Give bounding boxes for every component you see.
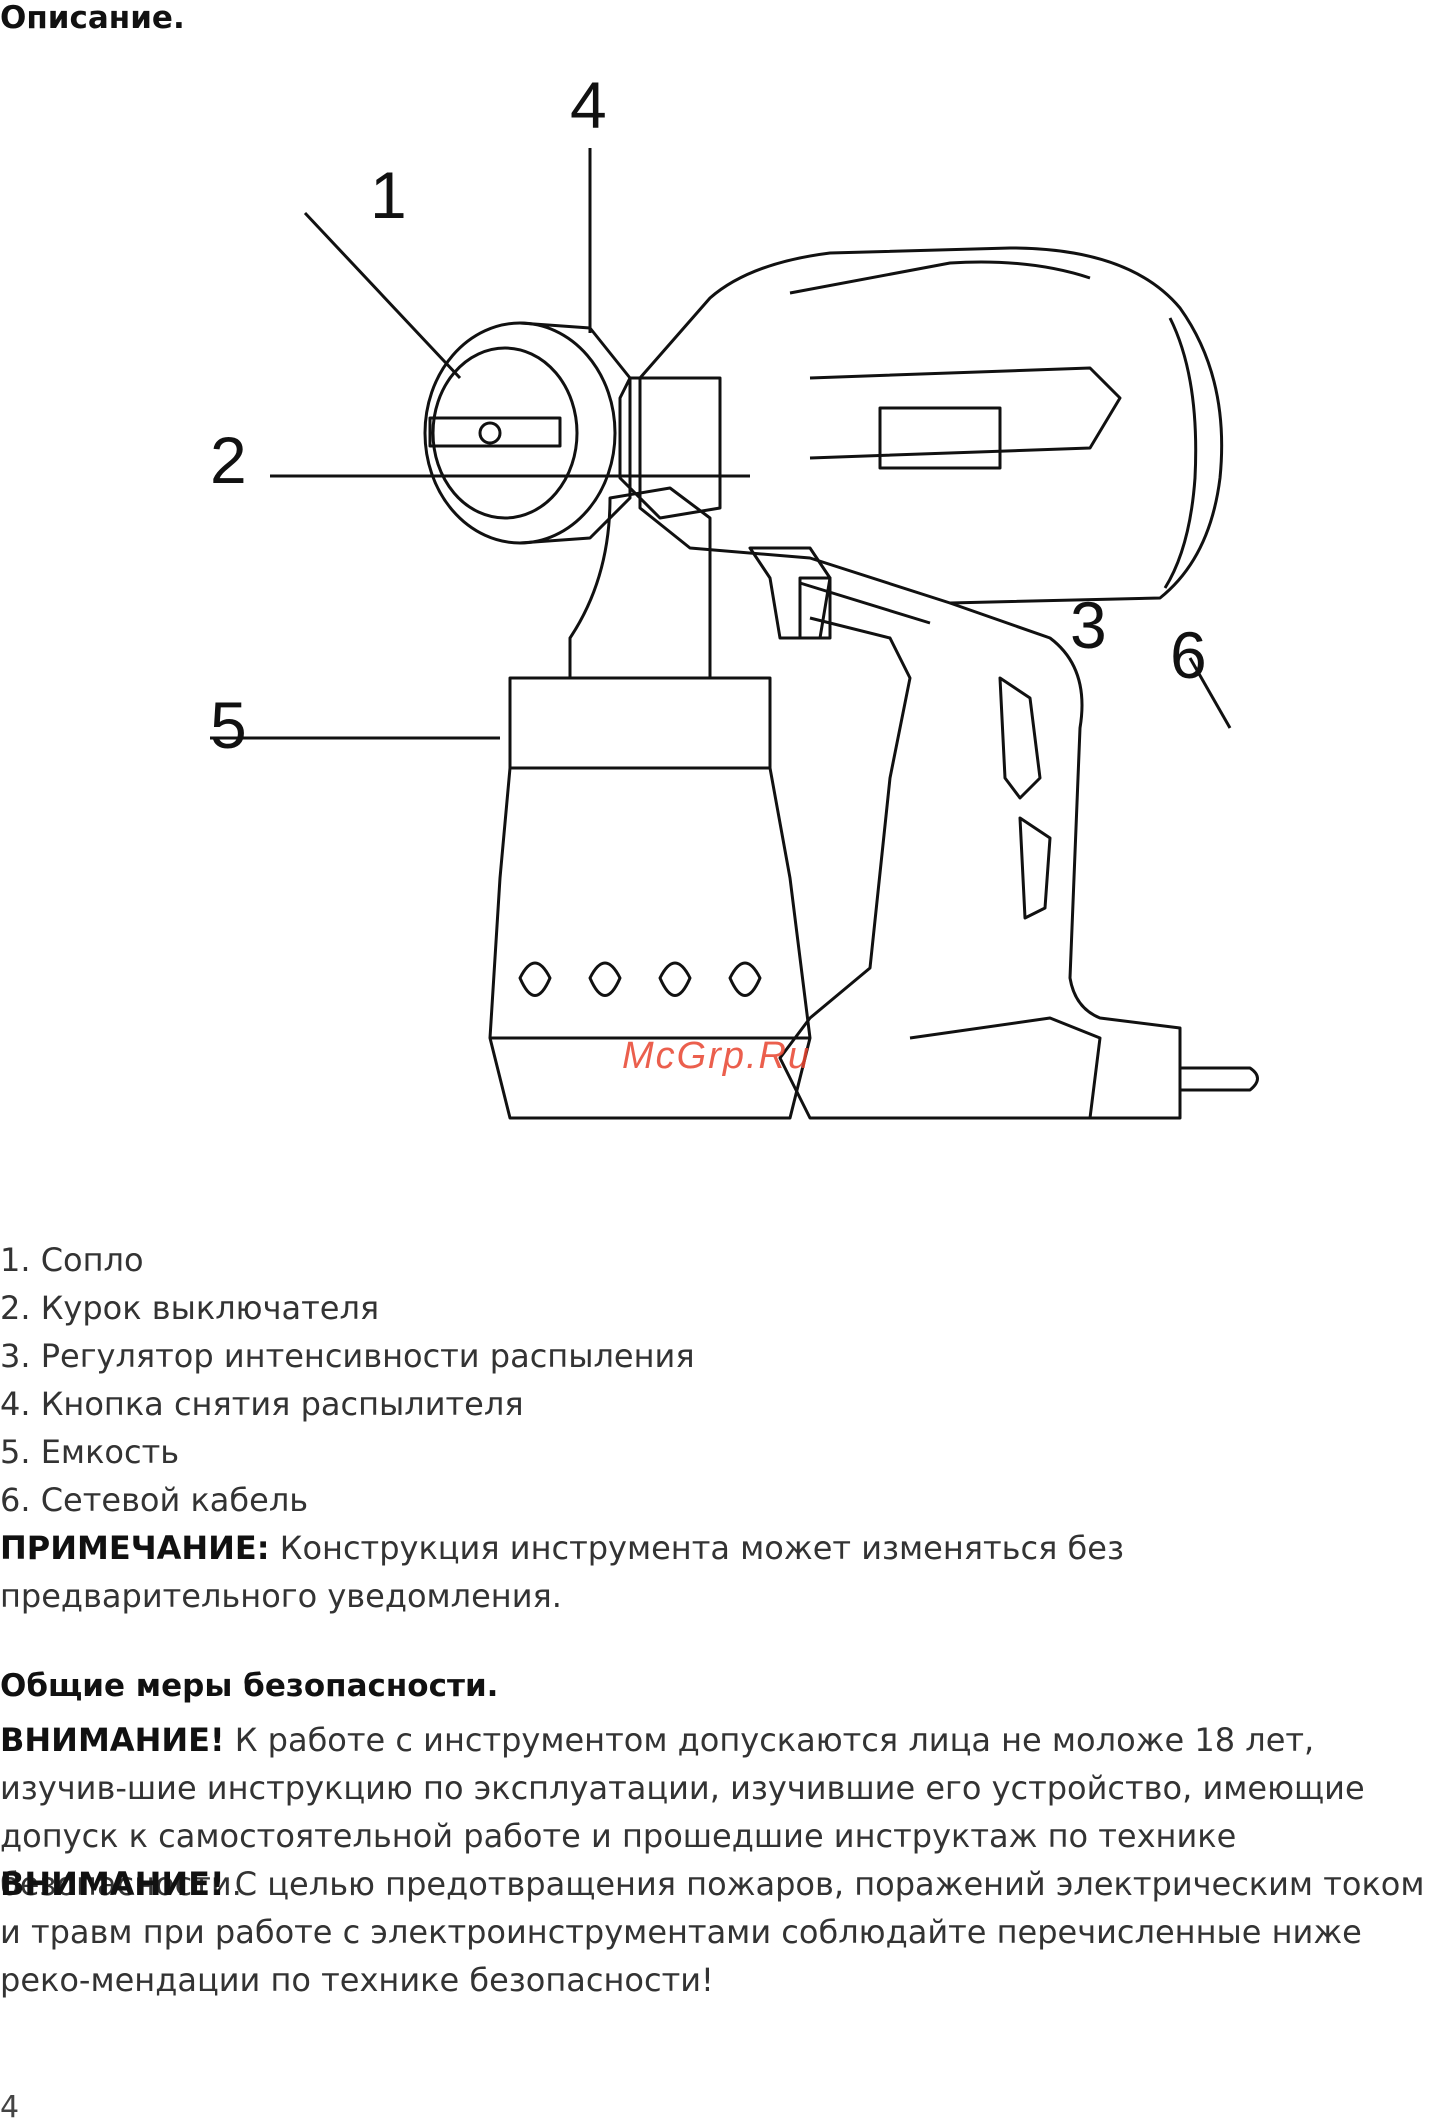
callout-3: 3 xyxy=(1070,588,1107,662)
spray-gun-figure: 1 4 2 3 5 6 xyxy=(190,68,1270,1138)
list-item: 4. Кнопка снятия распылителя xyxy=(0,1385,524,1423)
warning-label: ВНИМАНИЕ! xyxy=(0,1721,225,1759)
warning-paragraph: ВНИМАНИЕ! К работе с инструментом допуск… xyxy=(0,1716,1434,1908)
note-paragraph: ПРИМЕЧАНИЕ: Конструкция инструмента може… xyxy=(0,1524,1434,1620)
watermark: McGrp.Ru xyxy=(622,1035,812,1077)
callout-5: 5 xyxy=(210,688,247,762)
callout-2: 2 xyxy=(210,423,247,497)
safety-title: Общие меры безопасности. xyxy=(0,1668,499,1704)
warning-paragraph: ВНИМАНИЕ! С целью предотвращения пожаров… xyxy=(0,1860,1434,2004)
callout-4: 4 xyxy=(570,78,607,142)
callout-1: 1 xyxy=(370,158,407,232)
note-text: Конструкция инструмента может изменяться… xyxy=(0,1529,1124,1615)
list-item: 5. Емкость xyxy=(0,1433,180,1471)
warning-text: С целью предотвращения пожаров, поражени… xyxy=(0,1865,1425,1999)
list-item: 6. Сетевой кабель xyxy=(0,1481,309,1519)
list-item: 1. Сопло xyxy=(0,1241,144,1279)
parts-list: 1. Сопло 2. Курок выключателя 3. Регулят… xyxy=(0,1236,695,1524)
section-heading: Описание. xyxy=(0,0,185,36)
spray-gun-drawing: 1 4 2 3 5 6 xyxy=(210,68,1259,1120)
callout-6: 6 xyxy=(1170,618,1207,692)
warning-text: К работе с инструментом допускаются лица… xyxy=(0,1721,1365,1903)
note-label: ПРИМЕЧАНИЕ: xyxy=(0,1529,270,1567)
list-item: 2. Курок выключателя xyxy=(0,1289,380,1327)
warning-label: ВНИМАНИЕ! xyxy=(0,1865,225,1903)
page-number: 4 xyxy=(0,2090,20,2125)
list-item: 3. Регулятор интенсивности распыления xyxy=(0,1337,695,1375)
